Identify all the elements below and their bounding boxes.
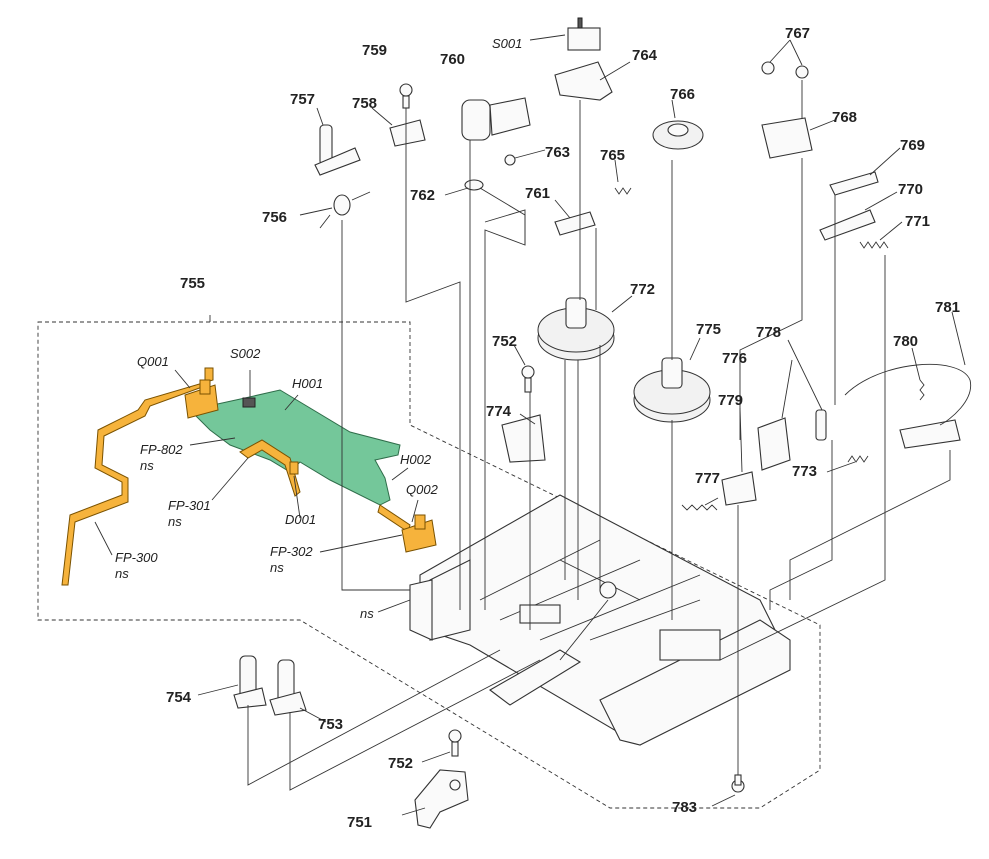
label-769: 769 [900,137,925,154]
ref-s002: S002 [230,346,261,361]
label-767: 767 [785,25,810,42]
part-781-wire-spring [844,364,972,426]
flex-cable-fp302 [377,504,411,533]
ref-d001: D001 [285,512,316,527]
ref-fp302-ns: ns [270,560,284,575]
part-759-screw [399,83,413,109]
label-776: 776 [722,350,747,367]
label-773: 773 [792,463,817,480]
part-768-bracket [761,117,813,159]
connector-q001 [184,379,219,419]
label-771: 771 [905,213,930,230]
ref-fp300-ns: ns [115,566,129,581]
part-769-lever [829,171,879,196]
label-755: 755 [180,275,205,292]
label-780: 780 [893,333,918,350]
part-774-bracket [501,414,546,463]
label-770: 770 [898,181,923,198]
part-758-bracket [389,119,426,147]
ref-fp802: FP-802 [140,442,183,457]
part-753-post [269,659,307,716]
part-778-pin [815,409,827,441]
label-766: 766 [670,86,695,103]
part-761-lever [554,211,596,236]
part-771-spring [859,241,889,249]
part-776-plate [757,417,791,471]
connector-q002 [401,514,437,553]
label-759: 759 [362,42,387,59]
label-752-upper: 752 [492,333,517,350]
label-764: 764 [632,47,658,64]
ref-q001: Q001 [137,354,169,369]
label-758: 758 [352,95,377,112]
label-754: 754 [166,689,192,706]
label-753: 753 [318,716,343,733]
part-752-screw [448,365,535,757]
part-751-bracket [414,769,469,829]
label-783: 783 [672,799,697,816]
ref-fp802-ns: ns [140,458,154,473]
part-756-spring [319,191,371,229]
label-779: 779 [718,392,743,409]
label-761: 761 [525,185,550,202]
pcb-fp802 [188,389,401,506]
ref-q002: Q002 [406,482,439,497]
part-780-spring-arm [899,379,961,449]
label-774: 774 [486,403,512,420]
switch-s001 [567,17,601,51]
label-775: 775 [696,321,721,338]
label-752-lower: 752 [388,755,413,772]
sensor-s002 [242,397,256,408]
part-765-spring [614,187,632,195]
label-756: 756 [262,209,287,226]
part-779-lever [721,471,757,506]
diode-d001 [289,461,299,475]
part-757-post [314,124,361,176]
group-755-boundary [37,321,821,809]
part-775-reel-gear [633,357,711,423]
ref-chassis-ns: ns [360,606,374,621]
assembly-lines [247,80,951,791]
part-767-screws [761,61,809,79]
part-770-lever [819,209,876,241]
label-757: 757 [290,91,315,108]
label-768: 768 [832,109,857,126]
part-772-reel-gear [537,297,615,361]
part-760-motor [461,97,531,141]
ref-h002: H002 [400,452,432,467]
ref-fp301-ns: ns [168,514,182,529]
part-766-gear [652,120,704,150]
label-772: 772 [630,281,655,298]
ref-fp300: FP-300 [115,550,158,565]
ref-fp302: FP-302 [270,544,313,559]
part-754-post [233,655,267,709]
ref-fp301: FP-301 [168,498,211,513]
flex-cable-fp301 [239,439,301,497]
ref-h001: H001 [292,376,323,391]
label-781: 781 [935,299,960,316]
ref-s001: S001 [492,36,522,51]
label-760: 760 [440,51,465,68]
part-763-screw [504,154,516,166]
part-773-spring [847,455,869,463]
label-778: 778 [756,324,781,341]
label-762: 762 [410,187,435,204]
part-777-spring [681,504,718,511]
label-leaders [94,34,966,816]
label-777: 777 [695,470,720,487]
label-751: 751 [347,814,372,831]
part-764-switch-bracket [554,61,613,101]
flex-cable-fp300 [61,367,214,586]
label-763: 763 [545,144,570,161]
part-783-screw [731,774,745,793]
label-765: 765 [600,147,625,164]
